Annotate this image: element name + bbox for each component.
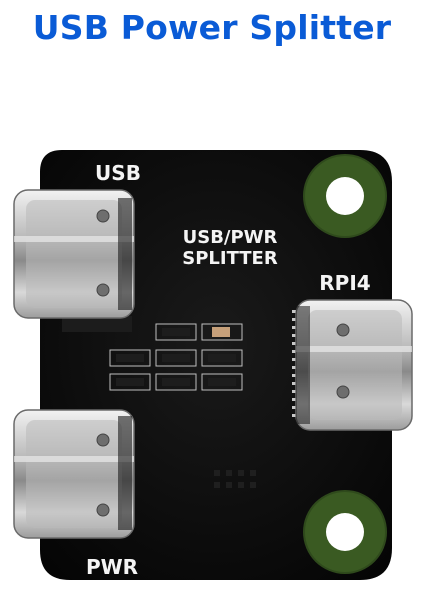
port-label-usb: USB — [95, 161, 141, 185]
test-pad-array — [214, 470, 256, 488]
center-label-line2: SPLITTER — [182, 248, 278, 269]
usb-c-connector-icon — [292, 299, 413, 431]
mounting-hole-top — [303, 154, 387, 238]
mounting-hole-bottom — [303, 490, 387, 574]
usb-c-connector-icon — [13, 189, 135, 332]
center-label-line1: USB/PWR — [183, 227, 278, 248]
port-label-pwr: PWR — [86, 555, 138, 579]
port-label-rpi4: RPI4 — [319, 271, 370, 295]
smd-components — [109, 323, 243, 391]
usb-c-connector-icon — [13, 409, 135, 539]
page-title: USB Power Splitter — [32, 8, 392, 47]
